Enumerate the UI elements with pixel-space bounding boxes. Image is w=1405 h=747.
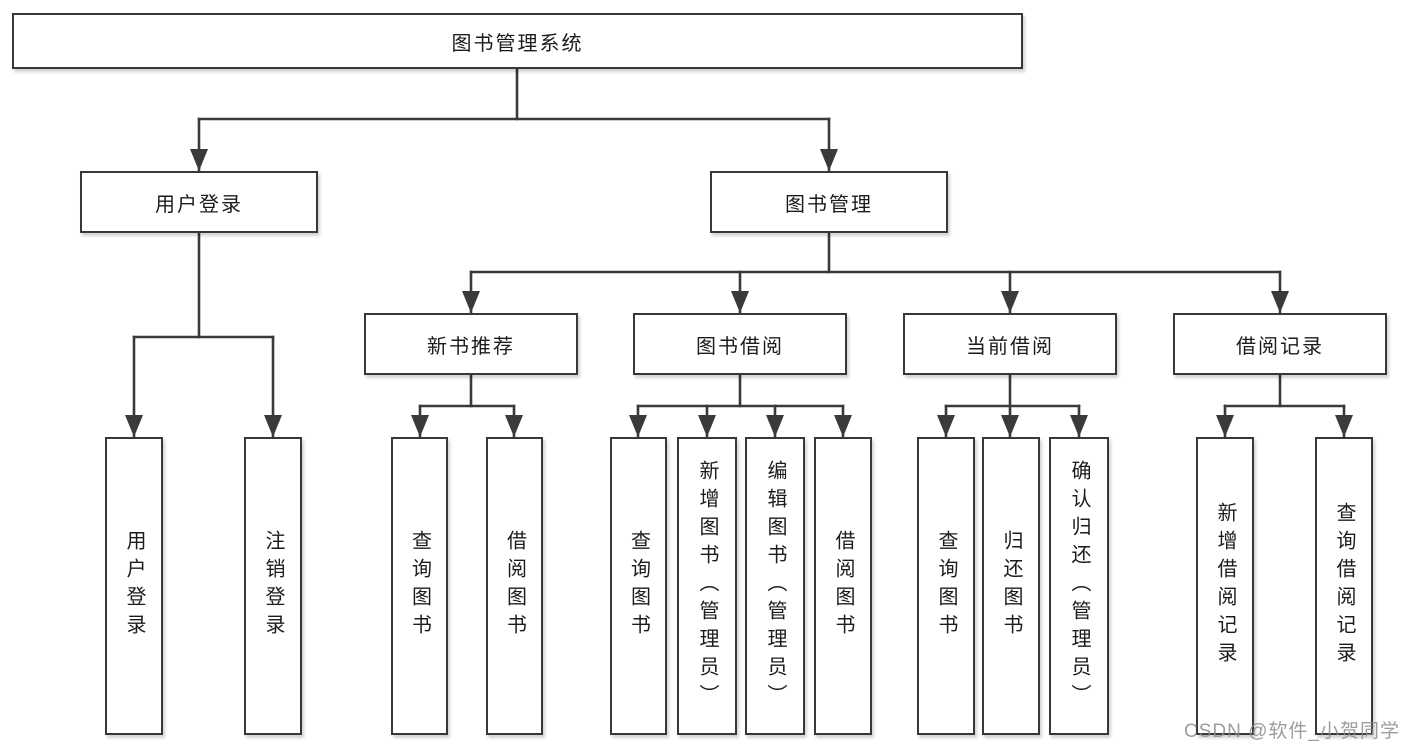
leaf-borrow-book-recommend: 借阅图书 <box>486 437 543 735</box>
leaf-label: 查询借阅记录 <box>1333 502 1355 670</box>
leaf-add-borrow-record: 新增借阅记录 <box>1196 437 1254 735</box>
node-new-book-recommend: 新书推荐 <box>364 313 578 375</box>
leaf-label: 注销登录 <box>262 530 284 642</box>
node-book-management: 图书管理 <box>710 171 948 233</box>
node-label: 新书推荐 <box>427 335 515 358</box>
leaf-return-book: 归还图书 <box>982 437 1040 735</box>
leaf-label: 归还图书 <box>1000 530 1022 642</box>
node-label: 借阅记录 <box>1236 335 1324 358</box>
leaf-label: 查询图书 <box>408 530 431 642</box>
leaf-user-login: 用户登录 <box>105 437 163 735</box>
watermark: CSDN @软件_小贺同学 <box>1184 721 1400 742</box>
node-label: 当前借阅 <box>966 335 1054 358</box>
leaf-label: 确认归还（管理员） <box>1068 460 1090 712</box>
leaf-query-book-recommend: 查询图书 <box>391 437 448 735</box>
leaf-label: 查询图书 <box>627 530 650 642</box>
leaf-query-borrow-record: 查询借阅记录 <box>1315 437 1373 735</box>
node-current-borrow: 当前借阅 <box>903 313 1117 375</box>
leaf-label: 新增图书（管理员） <box>696 460 718 712</box>
node-book-borrow: 图书借阅 <box>633 313 847 375</box>
node-label: 用户登录 <box>155 193 243 216</box>
leaf-label: 借阅图书 <box>503 530 526 642</box>
leaf-confirm-return-admin: 确认归还（管理员） <box>1049 437 1109 735</box>
node-borrow-records: 借阅记录 <box>1173 313 1387 375</box>
leaf-edit-book-admin: 编辑图书（管理员） <box>745 437 805 735</box>
node-label: 图书管理系统 <box>451 32 584 55</box>
leaf-label: 查询图书 <box>935 530 957 642</box>
leaf-query-book-borrow: 查询图书 <box>610 437 667 735</box>
node-library-management-system: 图书管理系统 <box>12 13 1023 69</box>
node-user-login: 用户登录 <box>80 171 318 233</box>
leaf-borrow-book: 借阅图书 <box>814 437 872 735</box>
leaf-label: 用户登录 <box>123 530 145 642</box>
node-label: 图书借阅 <box>696 335 784 358</box>
leaf-label: 编辑图书（管理员） <box>764 460 786 712</box>
leaf-label: 新增借阅记录 <box>1214 502 1236 670</box>
leaf-add-book-admin: 新增图书（管理员） <box>677 437 737 735</box>
leaf-query-book-current: 查询图书 <box>917 437 975 735</box>
node-label: 图书管理 <box>785 193 873 216</box>
leaf-label: 借阅图书 <box>832 530 854 642</box>
leaf-logout: 注销登录 <box>244 437 302 735</box>
